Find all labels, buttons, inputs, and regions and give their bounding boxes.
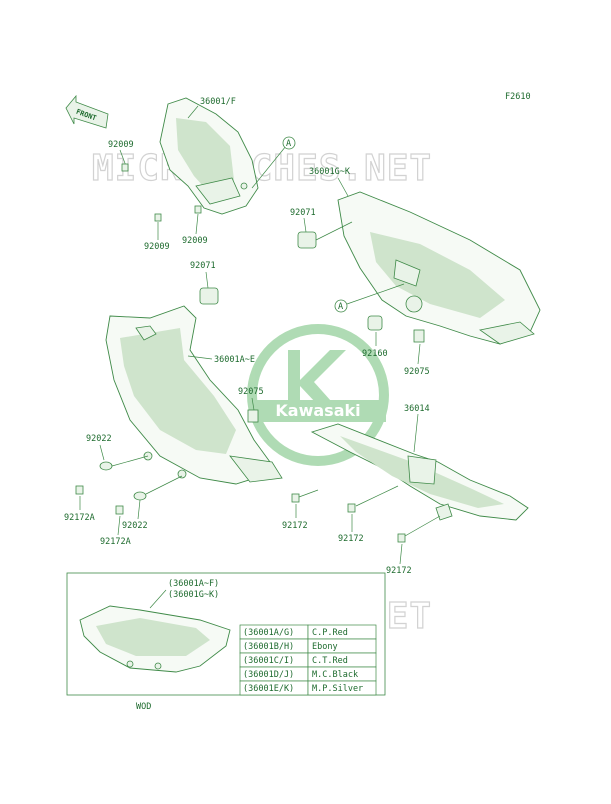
bolt-icon [291, 493, 300, 503]
bolt-icon [121, 163, 129, 172]
kawasaki-logo: Kawasaki [247, 324, 389, 466]
front-arrow-icon: FRONT [65, 94, 109, 129]
label-washer-92022-b: 92022 [122, 521, 148, 531]
ref-marker-top-label: A [286, 139, 291, 149]
washer-icon [99, 461, 113, 471]
label-chain-cover: 36014 [404, 404, 430, 414]
bolt-icon [397, 533, 406, 543]
label-bolt-92009-b: 92009 [144, 242, 170, 252]
label-bolt-92009-c: 92009 [182, 236, 208, 246]
label-clip-92075-a: 92075 [404, 367, 430, 377]
ref-marker-mid-label: A [338, 302, 343, 312]
figure-code: F2610 [505, 92, 531, 102]
label-cover-upper: 36001/F [200, 97, 236, 107]
clip-icon [247, 409, 259, 423]
label-bolt-92172-a: 92172 [282, 521, 308, 531]
cover-upper-part [159, 97, 259, 215]
ref-marker-top [282, 136, 296, 150]
label-bolt-92172-c: 92172 [386, 566, 412, 576]
table-code: (36001D/J) [243, 670, 294, 680]
clip-icon [413, 329, 425, 343]
cover-right-part [337, 191, 541, 345]
label-cover-left: 36001A~E [214, 355, 255, 365]
bolt-icon [75, 485, 84, 495]
label-grommet-92071-a: 92071 [290, 208, 316, 218]
table-code: (36001A/G) [243, 628, 294, 638]
kawasaki-logo-text: Kawasaki [275, 401, 360, 420]
label-collar-92160: 92160 [362, 349, 388, 359]
bolt-icon [347, 503, 356, 513]
inset-header-2: (36001G~K) [168, 590, 219, 600]
table-cell [307, 680, 377, 696]
bolt-icon [154, 213, 162, 222]
table-code: (36001E/K) [243, 684, 294, 694]
label-bolt-92172-b: 92172 [338, 534, 364, 544]
inset-caption: WOD [136, 702, 151, 712]
table-code: (36001B/H) [243, 642, 294, 652]
grommet-icon [199, 287, 219, 305]
table-color: M.P.Silver [312, 684, 363, 694]
grommet-icon [297, 231, 317, 249]
collar-icon [367, 315, 383, 331]
label-bolt-92172A-b: 92172A [100, 537, 131, 547]
cover-left-part [105, 305, 283, 485]
label-grommet-92071-b: 92071 [190, 261, 216, 271]
bolt-icon [194, 205, 202, 214]
table-color: C.P.Red [312, 628, 348, 638]
table-color: M.C.Black [312, 670, 358, 680]
bolt-icon [115, 505, 124, 515]
label-bolt-92009-a: 92009 [108, 140, 134, 150]
color-table: (36001A/G) C.P.Red (36001B/H) Ebony (360… [239, 624, 377, 696]
table-color: Ebony [312, 642, 338, 652]
watermark-top: MICROFICHES.NET [92, 148, 432, 189]
table-code: (36001C/I) [243, 656, 294, 666]
label-bolt-92172A-a: 92172A [64, 513, 95, 523]
inset-cover-part [79, 605, 231, 673]
table-color: C.T.Red [312, 656, 348, 666]
inset-header-1: (36001A~F) [168, 579, 219, 589]
label-washer-92022-a: 92022 [86, 434, 112, 444]
label-cover-right: 36001G~K [309, 167, 351, 177]
label-clip-92075-b: 92075 [238, 387, 264, 397]
ref-marker-mid [334, 299, 348, 313]
chain-cover-part [310, 423, 529, 521]
washer-icon [133, 491, 147, 501]
